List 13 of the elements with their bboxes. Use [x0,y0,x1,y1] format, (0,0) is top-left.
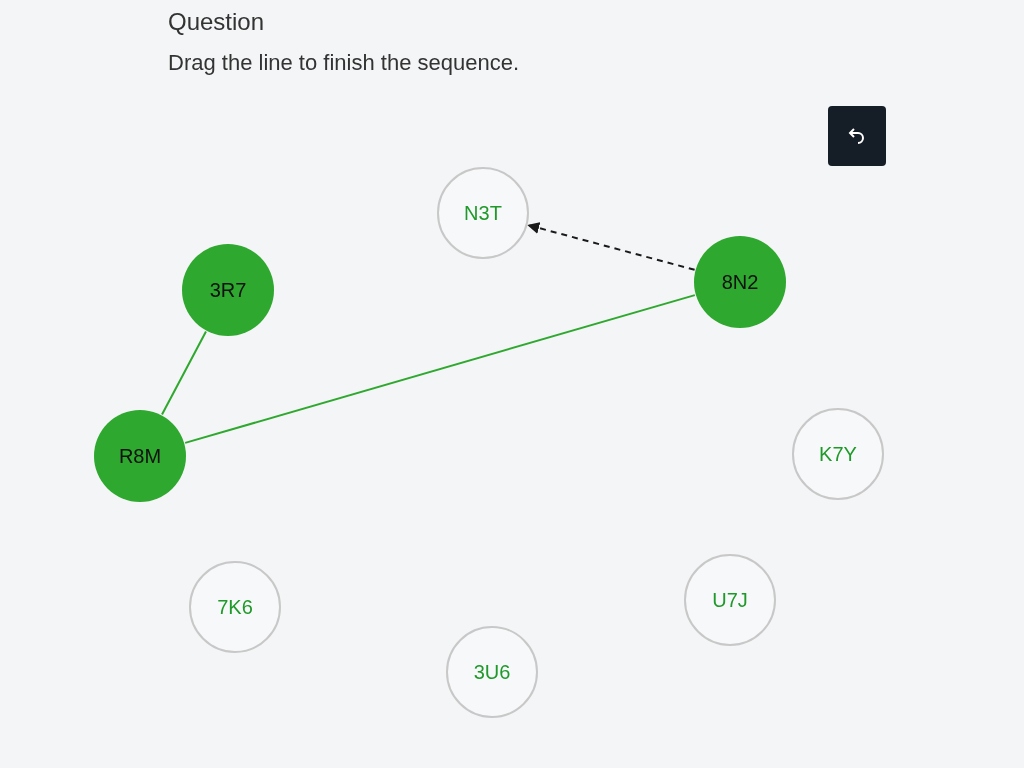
node-label: 3R7 [209,278,247,302]
connector-line [184,294,696,444]
instruction-text: Drag the line to finish the sequence. [168,50,519,76]
node-label: R8M [118,444,162,468]
question-heading: Question [168,8,265,36]
connector-line [161,330,207,416]
node-label: 8N2 [721,270,759,294]
node-label: K7Y [819,442,857,466]
node-label: 3U6 [473,660,511,684]
dashed-arrow [527,222,696,271]
node-label: 7K6 [217,595,253,619]
node-label: U7J [712,588,748,612]
node-label: N3T [464,201,502,225]
